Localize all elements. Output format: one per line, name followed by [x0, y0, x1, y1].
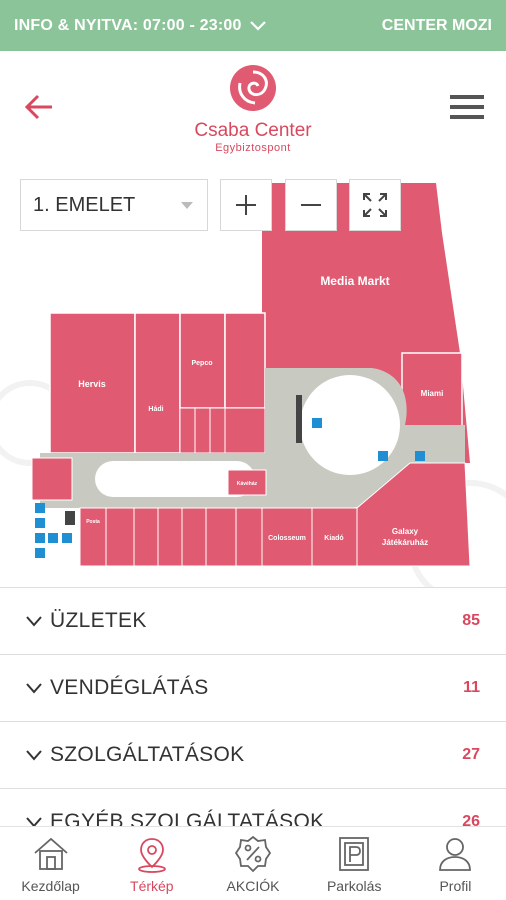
map-store-unit-a[interactable] — [224, 312, 266, 409]
map-store-unit-i[interactable] — [181, 507, 207, 567]
map-pin-icon — [137, 838, 166, 873]
label-cafe: Kávéház — [237, 481, 258, 487]
fullscreen-button[interactable] — [349, 179, 401, 231]
map-store-unit-b[interactable] — [179, 407, 196, 454]
chevron-down-icon — [26, 750, 42, 761]
floor-plan[interactable]: Media Markt Hervis Hádi Pepco Miami Colo… — [0, 163, 506, 587]
info-bar: INFO & NYITVA: 07:00 - 23:00 CENTER MOZI — [0, 0, 506, 51]
chevron-down-icon — [26, 616, 42, 627]
center-mozi-link[interactable]: CENTER MOZI — [381, 16, 492, 34]
opening-hours-label: INFO & NYITVA: 07:00 - 23:00 — [14, 16, 242, 34]
nav-home[interactable]: Kezdőlap — [0, 827, 101, 900]
label-miami: Miami — [421, 389, 444, 398]
opening-hours-dropdown[interactable]: INFO & NYITVA: 07:00 - 23:00 — [14, 17, 266, 35]
category-count: 11 — [463, 679, 480, 696]
app-header: Csaba Center Egybiztospont — [0, 51, 506, 163]
label-posta: Posta — [86, 519, 100, 525]
label-galaxy: Galaxy — [392, 527, 419, 536]
map-atrium — [300, 375, 400, 475]
csaba-center-logo: Csaba Center Egybiztospont — [186, 63, 320, 155]
parking-icon — [339, 837, 370, 871]
map-store-unit-d[interactable] — [209, 407, 226, 454]
nav-parking[interactable]: Parkolás — [304, 827, 405, 900]
label-pepco: Pepco — [191, 360, 212, 367]
floor-map[interactable]: Media Markt Hervis Hádi Pepco Miami Colo… — [0, 163, 506, 587]
bottom-navigation: Kezdőlap Térkép AKCIÓK Parkolás Prof — [0, 826, 506, 900]
brand-name: Csaba Center — [194, 120, 312, 141]
category-list: ÜZLETEK 85 VENDÉGLÁTÁS 11 SZOLGÁLTATÁSOK… — [0, 587, 506, 856]
facility-icons — [35, 395, 425, 558]
map-store-unit-h[interactable] — [157, 507, 183, 567]
percent-badge-icon — [234, 835, 272, 873]
nav-label: Kezdőlap — [21, 878, 80, 894]
category-count: 85 — [462, 612, 480, 629]
map-store-unit-g[interactable] — [133, 507, 159, 567]
map-store-unit-k[interactable] — [235, 507, 263, 567]
map-store-unit-j[interactable] — [205, 507, 237, 567]
nav-label: AKCIÓK — [226, 878, 280, 894]
map-store-galaxy[interactable] — [356, 462, 471, 567]
category-name: VENDÉGLÁTÁS — [50, 676, 209, 699]
user-icon — [439, 838, 472, 871]
nav-label: Térkép — [130, 878, 174, 894]
map-gallery — [95, 461, 255, 497]
label-colosseum: Colosseum — [268, 535, 306, 542]
label-media-markt: Media Markt — [320, 274, 389, 288]
category-vendeglatas[interactable]: VENDÉGLÁTÁS 11 — [0, 655, 506, 722]
minus-icon — [301, 204, 321, 206]
label-kiado: Kiadó — [324, 535, 343, 542]
zoom-out-button[interactable] — [285, 179, 337, 231]
category-count: 26 — [462, 813, 480, 830]
category-szolgaltatasok[interactable]: SZOLGÁLTATÁSOK 27 — [0, 722, 506, 789]
category-name: ÜZLETEK — [50, 609, 147, 632]
floor-select[interactable]: 1. EMELET — [20, 179, 208, 231]
nav-label: Profil — [439, 878, 472, 894]
map-store-posta[interactable] — [79, 507, 107, 567]
chevron-down-icon — [249, 20, 266, 31]
category-uzletek[interactable]: ÜZLETEK 85 — [0, 588, 506, 655]
home-icon — [34, 837, 68, 870]
logo-swirl-icon — [230, 65, 276, 111]
map-store-unit-e[interactable] — [224, 407, 266, 454]
category-count: 27 — [462, 746, 480, 763]
floor-select-value: 1. EMELET — [33, 193, 136, 216]
nav-label: Parkolás — [326, 878, 382, 894]
hamburger-menu-icon[interactable] — [450, 93, 484, 121]
map-store-cafe[interactable] — [227, 469, 267, 496]
plus-icon — [236, 195, 256, 215]
caret-down-icon — [181, 202, 193, 209]
zoom-in-button[interactable] — [220, 179, 272, 231]
label-hadi: Hádi — [148, 406, 163, 413]
label-hervis: Hervis — [78, 379, 106, 389]
map-store-unit-c[interactable] — [194, 407, 211, 454]
map-store-kiado[interactable] — [311, 507, 358, 567]
map-store-hadi[interactable] — [134, 312, 181, 454]
nav-deals[interactable]: AKCIÓK — [202, 827, 303, 900]
label-galaxy-sub: Játékáruház — [382, 538, 428, 547]
back-arrow-icon[interactable] — [24, 91, 56, 123]
brand-tagline: Egybiztospont — [215, 142, 291, 154]
map-store-unit-f[interactable] — [105, 507, 135, 567]
map-store-kiosk[interactable] — [31, 457, 73, 501]
category-name: SZOLGÁLTATÁSOK — [50, 743, 245, 766]
nav-map[interactable]: Térkép — [101, 827, 202, 900]
chevron-down-icon — [26, 683, 42, 694]
expand-icon — [363, 193, 387, 217]
map-store-colosseum[interactable] — [261, 507, 313, 567]
nav-profile[interactable]: Profil — [405, 827, 506, 900]
